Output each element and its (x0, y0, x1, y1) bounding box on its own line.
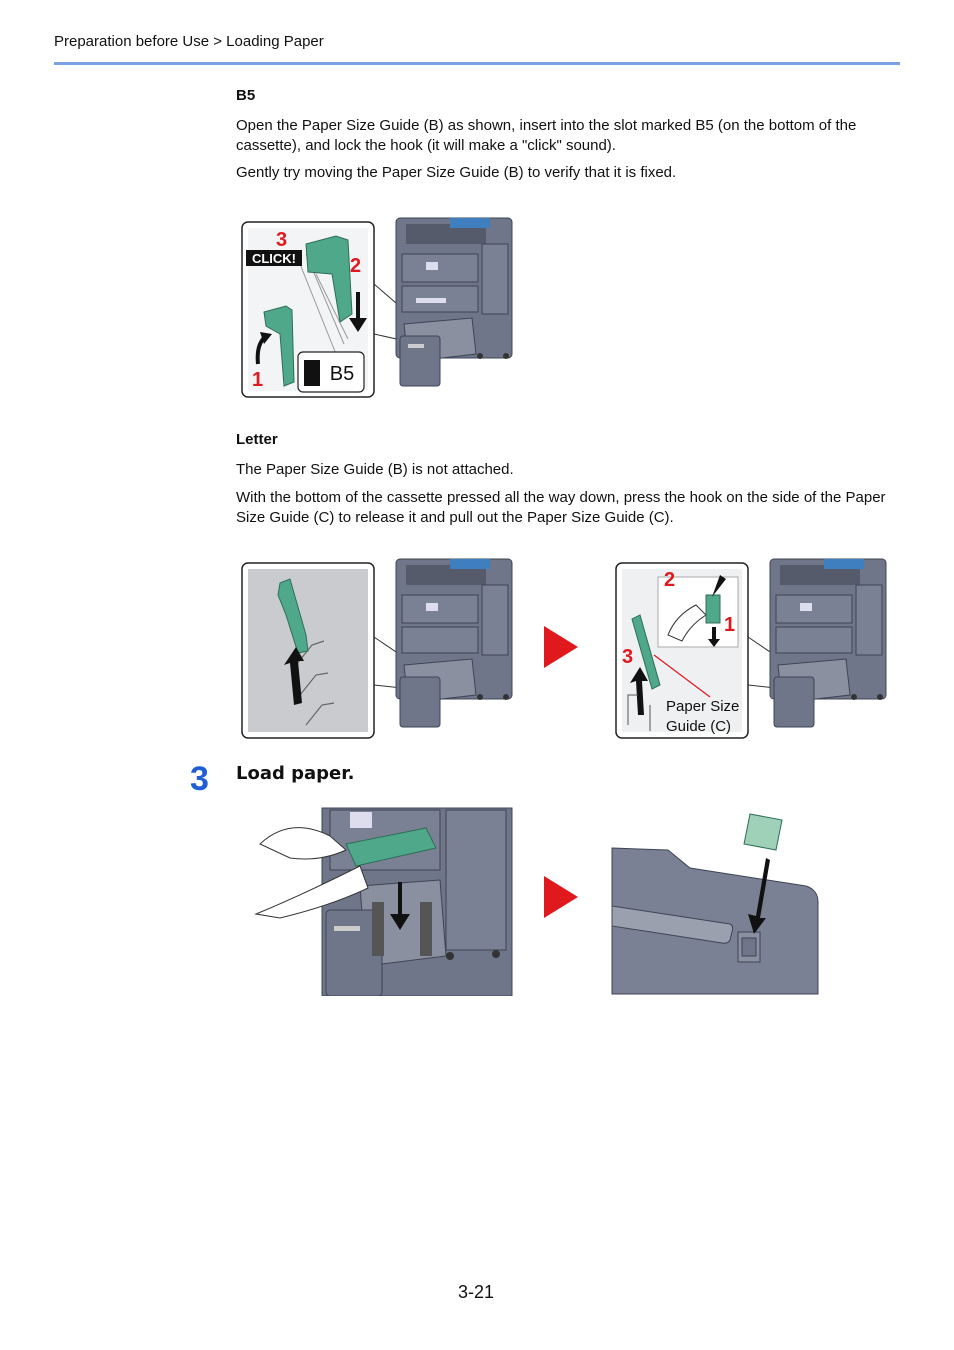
b5-guide-illustration: B5 CLICK! 3 2 1 (241, 217, 513, 398)
callout-1: 1 (252, 369, 263, 391)
letter-callout-1: 1 (724, 614, 735, 636)
header-rule (54, 62, 900, 65)
step-number: 3 (190, 760, 209, 798)
b5-heading: B5 (236, 87, 256, 104)
breadcrumb: Preparation before Use > Loading Paper (54, 33, 324, 50)
letter-guide-c-illustration: 2 1 3 Paper Size Guide (C) (615, 558, 887, 739)
letter-guide-b-illustration (241, 558, 513, 739)
b5-slot-label: B5 (330, 363, 354, 385)
page-number: 3-21 (458, 1282, 495, 1302)
b5-paragraph-1: Open the Paper Size Guide (B) as shown, … (236, 117, 857, 154)
callout-3: 3 (276, 229, 287, 251)
guide-c-label-line2: Guide (C) (666, 718, 731, 735)
load-paper-illustration (254, 807, 513, 996)
next-arrow-icon (544, 626, 578, 668)
letter-callout-3: 3 (622, 646, 633, 668)
next-arrow-icon-2 (544, 876, 578, 918)
cassette-size-plate-illustration (611, 813, 819, 995)
step-title: Load paper. (236, 763, 355, 784)
letter-paragraph-2: With the bottom of the cassette pressed … (236, 489, 886, 526)
letter-callout-2: 2 (664, 569, 675, 591)
letter-paragraph-1: The Paper Size Guide (B) is not attached… (236, 461, 514, 478)
click-label: CLICK! (252, 251, 296, 266)
guide-c-label-line1: Paper Size (666, 698, 739, 715)
callout-2: 2 (350, 255, 361, 277)
b5-paragraph-2: Gently try moving the Paper Size Guide (… (236, 164, 677, 181)
letter-heading: Letter (236, 431, 278, 448)
